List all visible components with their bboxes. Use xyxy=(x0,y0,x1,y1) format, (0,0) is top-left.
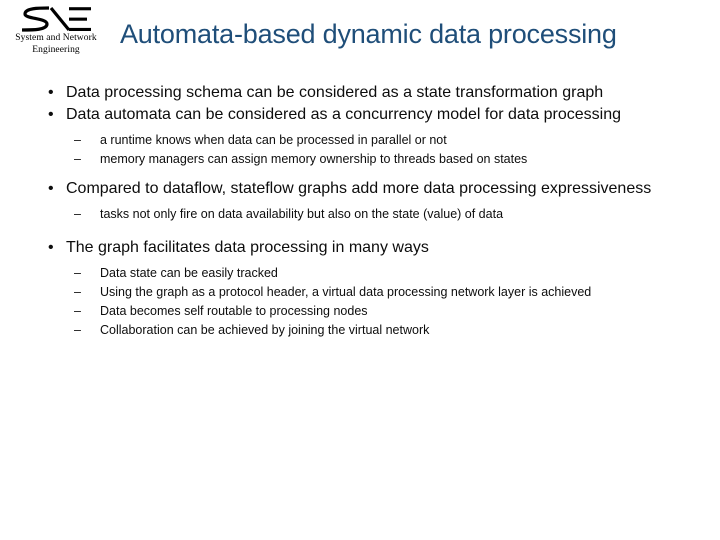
bullet-item: – Using the graph as a protocol header, … xyxy=(0,283,720,302)
bullet-marker-level2: – xyxy=(74,207,81,221)
bullet-text: Data state can be easily tracked xyxy=(100,266,278,280)
bullet-text: Collaboration can be achieved by joining… xyxy=(100,323,430,337)
bullet-text: memory managers can assign memory owners… xyxy=(100,152,528,166)
spacer xyxy=(0,224,720,237)
bullet-item: – a runtime knows when data can be proce… xyxy=(0,131,720,150)
bullet-item: – Collaboration can be achieved by joini… xyxy=(0,321,720,340)
bullet-text: Using the graph as a protocol header, a … xyxy=(100,285,592,299)
bullet-text: a runtime knows when data can be process… xyxy=(100,133,447,147)
logo-caption-line2: Engineering xyxy=(32,45,80,55)
slide-title: Automata-based dynamic data processing xyxy=(120,19,617,49)
bullet-item: • The graph facilitates data processing … xyxy=(0,237,720,258)
bullet-item: • Compared to dataflow, stateflow graphs… xyxy=(0,178,720,199)
bullet-marker-level1: • xyxy=(48,180,54,197)
bullet-marker-level2: – xyxy=(74,304,81,318)
bullet-marker-level2: – xyxy=(74,323,81,337)
bullet-text: Compared to dataflow, stateflow graphs a… xyxy=(66,180,652,197)
spacer xyxy=(0,169,720,178)
bullet-marker-level2: – xyxy=(74,266,81,280)
bullet-marker-level2: – xyxy=(74,133,81,147)
bullet-item: – memory managers can assign memory owne… xyxy=(0,150,720,169)
bullet-item: – Data becomes self routable to processi… xyxy=(0,302,720,321)
sne-logo: System and Network Engineering xyxy=(4,6,108,62)
bullet-marker-level1: • xyxy=(48,239,54,256)
logo-caption-line1: System and Network xyxy=(15,33,97,43)
bullet-text: Data automata can be considered as a con… xyxy=(66,106,621,123)
bullet-text: Data processing schema can be considered… xyxy=(66,84,604,101)
bullet-text: Data becomes self routable to processing… xyxy=(100,304,368,318)
slide-body: • Data processing schema can be consider… xyxy=(0,82,720,340)
bullet-item: – Data state can be easily tracked xyxy=(0,264,720,283)
bullet-text: The graph facilitates data processing in… xyxy=(66,239,429,256)
bullet-item: – tasks not only fire on data availabili… xyxy=(0,205,720,224)
bullet-item: • Data processing schema can be consider… xyxy=(0,82,720,103)
bullet-marker-level1: • xyxy=(48,106,54,123)
sne-monogram-icon xyxy=(21,6,91,32)
bullet-marker-level2: – xyxy=(74,152,81,166)
bullet-marker-level1: • xyxy=(48,84,54,101)
slide-header: System and Network Engineering Automata-… xyxy=(0,0,720,72)
bullet-item: • Data automata can be considered as a c… xyxy=(0,104,720,125)
bullet-text: tasks not only fire on data availability… xyxy=(100,207,504,221)
bullet-marker-level2: – xyxy=(74,285,81,299)
